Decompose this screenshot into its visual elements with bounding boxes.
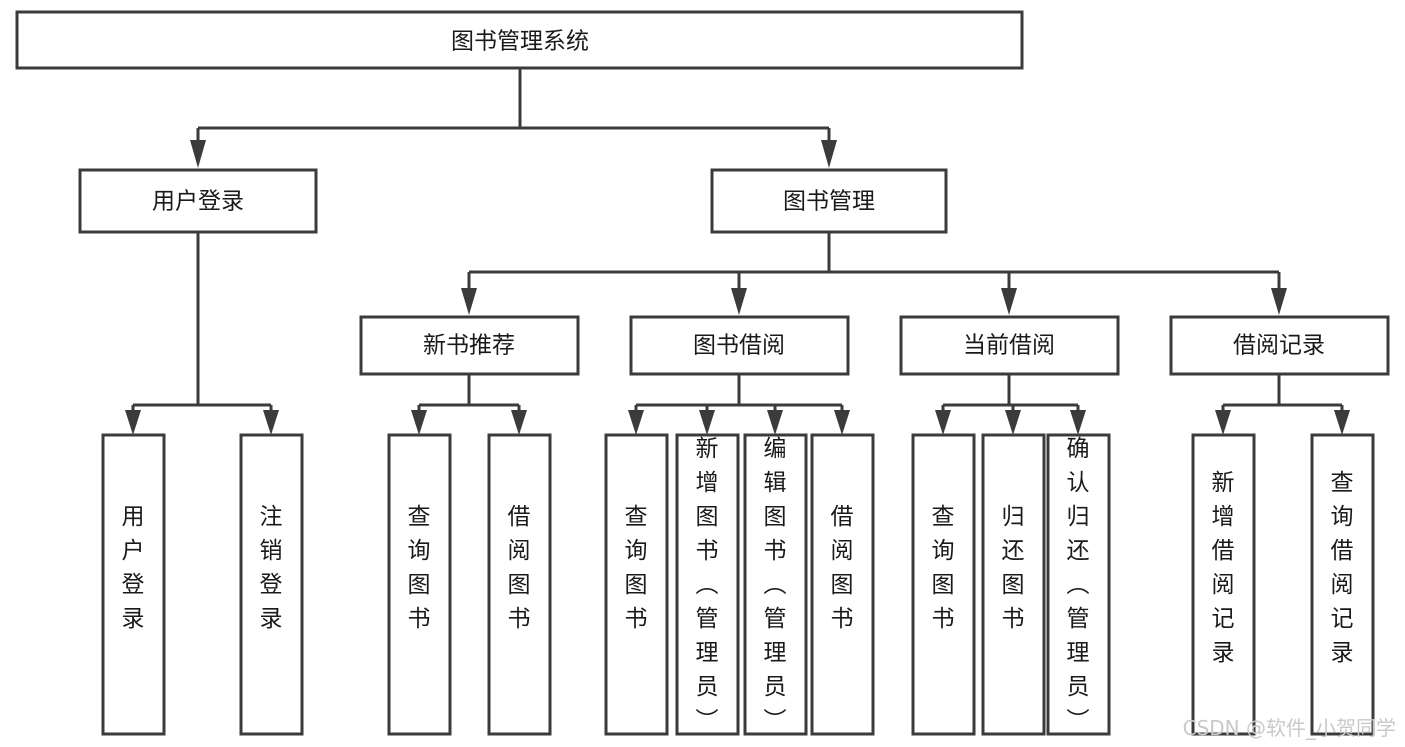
- node-leaf-confirm-return[interactable]: 确认归还︵管理员︶: [1046, 433, 1111, 736]
- node-book-management-box[interactable]: [710, 168, 948, 234]
- node-root[interactable]: 图书管理系统: [15, 10, 1024, 70]
- node-leaf-query-book-2-label: 查询图书: [625, 504, 648, 632]
- node-leaf-return-book-label: 归还图书: [1002, 504, 1025, 632]
- node-leaf-borrow-book-2-label: 借阅图书: [831, 504, 854, 632]
- node-borrow-record-box[interactable]: [1169, 315, 1390, 376]
- arrow-new-book-recommend: [461, 288, 477, 315]
- node-leaf-add-book-label: 新增图书︵管理员︶: [696, 436, 719, 734]
- node-leaf-return-book[interactable]: 归还图书: [981, 433, 1046, 736]
- arrow-leaf-confirm-return: [1070, 410, 1086, 435]
- arrow-leaf-user-logout: [263, 410, 279, 435]
- node-leaf-user-logout-box[interactable]: [239, 433, 304, 736]
- arrow-user-login: [190, 140, 206, 168]
- node-leaf-edit-book-box[interactable]: [743, 433, 808, 736]
- node-current-borrow[interactable]: 当前借阅: [899, 315, 1120, 376]
- arrow-leaf-query-record: [1334, 410, 1350, 435]
- node-leaf-edit-book[interactable]: 编辑图书︵管理员︶: [743, 433, 808, 736]
- arrow-borrow-record: [1271, 288, 1287, 315]
- arrow-leaf-return-book: [1005, 410, 1021, 435]
- node-leaf-query-book-2[interactable]: 查询图书: [604, 433, 669, 736]
- node-leaf-query-book-1[interactable]: 查询图书: [387, 433, 452, 736]
- node-current-borrow-box[interactable]: [899, 315, 1120, 376]
- node-leaf-add-record[interactable]: 新增借阅记录: [1191, 433, 1256, 736]
- node-leaf-query-record[interactable]: 查询借阅记录: [1310, 433, 1375, 736]
- arrow-leaf-add-book: [699, 410, 715, 435]
- node-user-login-label: 用户登录: [152, 189, 244, 215]
- node-root-label: 图书管理系统: [451, 29, 589, 55]
- node-current-borrow-label: 当前借阅: [963, 333, 1055, 359]
- node-leaf-user-login[interactable]: 用户登录: [101, 433, 166, 736]
- node-new-book-recommend-label: 新书推荐: [423, 333, 515, 359]
- node-leaf-borrow-book-1-label: 借阅图书: [508, 504, 531, 632]
- node-leaf-query-book-3-label: 查询图书: [932, 504, 955, 632]
- node-leaf-edit-book-label: 编辑图书︵管理员︶: [764, 436, 787, 734]
- node-borrow-record-label: 借阅记录: [1233, 333, 1325, 359]
- node-new-book-recommend-box[interactable]: [359, 315, 580, 376]
- arrow-leaf-query-book-3: [935, 410, 951, 435]
- arrow-current-borrow: [1001, 288, 1017, 315]
- arrow-leaf-borrow-book-1: [511, 410, 527, 435]
- node-book-management[interactable]: 图书管理: [710, 168, 948, 234]
- node-book-borrow-box[interactable]: [629, 315, 850, 376]
- node-leaf-add-book[interactable]: 新增图书︵管理员︶: [675, 433, 740, 736]
- node-leaf-query-book-3[interactable]: 查询图书: [911, 433, 976, 736]
- node-leaf-user-login-box[interactable]: [101, 433, 166, 736]
- node-root-box[interactable]: [15, 10, 1024, 70]
- node-leaf-borrow-book-1-box[interactable]: [487, 433, 552, 736]
- node-user-login-box[interactable]: [78, 168, 318, 234]
- node-leaf-add-book-box[interactable]: [675, 433, 740, 736]
- arrow-leaf-query-book-2: [628, 410, 644, 435]
- node-leaf-borrow-book-2[interactable]: 借阅图书: [810, 433, 875, 736]
- arrow-leaf-query-book-1: [411, 410, 427, 435]
- arrow-leaf-borrow-book-2: [834, 410, 850, 435]
- node-leaf-add-record-label: 新增借阅记录: [1212, 470, 1235, 666]
- node-leaf-query-book-1-box[interactable]: [387, 433, 452, 736]
- node-leaf-confirm-return-box[interactable]: [1046, 433, 1111, 736]
- node-new-book-recommend[interactable]: 新书推荐: [359, 315, 580, 376]
- arrow-leaf-add-record: [1215, 410, 1231, 435]
- node-book-management-label: 图书管理: [783, 189, 875, 215]
- node-leaf-borrow-book-2-box[interactable]: [810, 433, 875, 736]
- node-borrow-record[interactable]: 借阅记录: [1169, 315, 1390, 376]
- node-leaf-query-book-1-label: 查询图书: [408, 504, 431, 632]
- node-leaf-confirm-return-label: 确认归还︵管理员︶: [1067, 436, 1090, 734]
- node-leaf-query-record-box[interactable]: [1310, 433, 1375, 736]
- arrow-book-management: [821, 140, 837, 168]
- node-leaf-user-logout[interactable]: 注销登录: [239, 433, 304, 736]
- arrow-book-borrow: [731, 288, 747, 315]
- node-leaf-query-book-3-box[interactable]: [911, 433, 976, 736]
- arrow-leaf-user-login: [125, 410, 141, 435]
- node-book-borrow-label: 图书借阅: [693, 333, 785, 359]
- node-book-borrow[interactable]: 图书借阅: [629, 315, 850, 376]
- node-leaf-query-book-2-box[interactable]: [604, 433, 669, 736]
- watermark-label: CSDN @软件_小贺同学: [1183, 716, 1396, 740]
- arrow-leaf-edit-book: [767, 410, 783, 435]
- node-leaf-query-record-label: 查询借阅记录: [1331, 470, 1354, 666]
- node-leaf-user-logout-label: 注销登录: [260, 504, 283, 632]
- node-user-login[interactable]: 用户登录: [78, 168, 318, 234]
- node-leaf-user-login-label: 用户登录: [122, 504, 145, 632]
- node-leaf-return-book-box[interactable]: [981, 433, 1046, 736]
- node-leaf-add-record-box[interactable]: [1191, 433, 1256, 736]
- node-leaf-borrow-book-1[interactable]: 借阅图书: [487, 433, 552, 736]
- connector-layer: [125, 68, 1350, 435]
